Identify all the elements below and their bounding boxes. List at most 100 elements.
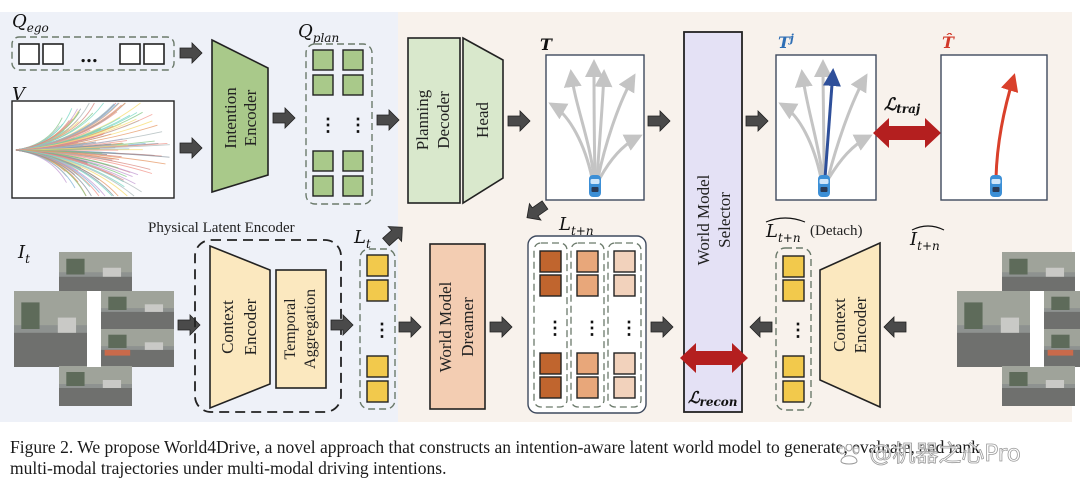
camera-tree: [1051, 296, 1070, 310]
l-tn-latent-columns: ⋮⋮⋮: [533, 242, 642, 408]
watermark-text: @机器之心Pro: [869, 441, 1021, 468]
q-plan-tokens: [312, 49, 364, 197]
camera-vehicle: [144, 342, 164, 350]
selected-trajectory: [822, 68, 841, 179]
head-block: [462, 36, 504, 205]
intention-encoder-label-2: Encoder: [241, 89, 260, 146]
camera-gap: [1030, 291, 1044, 367]
camera-road: [1002, 388, 1075, 406]
latent-token: [576, 376, 599, 399]
camera-vehicle: [57, 317, 77, 333]
latent-token: [613, 274, 636, 297]
l-tn-hat-container: [775, 247, 812, 411]
latent-token: [576, 274, 599, 297]
figure-caption: Figure 2. We propose World4Drive, a nove…: [10, 437, 1080, 479]
watermark: @机器之心Pro: [836, 434, 1021, 468]
camera-vehicle: [102, 267, 122, 277]
latent-column-vdots: ⋮: [620, 318, 638, 339]
l-tn-hat-hat-mark: [765, 217, 806, 223]
latent-token: [539, 274, 562, 297]
l-t-container: [359, 248, 396, 410]
latent-token: [613, 250, 636, 273]
latent-token: [613, 352, 636, 375]
latent-column-container: [570, 242, 605, 408]
trajectory-line: [15, 131, 163, 151]
selector-label-2: Selector: [715, 192, 734, 248]
t-hat-label: T̂: [942, 33, 955, 52]
temporal-aggregation-label-1: Temporal: [282, 298, 299, 360]
intention-encoder-label-1: Intention: [221, 87, 240, 149]
t-j-label: Tj: [778, 32, 794, 52]
trajectory-line: [15, 149, 166, 165]
camera-tree: [21, 302, 40, 329]
physical-latent-encoder-title: Physical Latent Encoder: [148, 220, 295, 236]
camera-tree: [964, 302, 983, 329]
ego-car-icon: [589, 175, 601, 197]
camera-road: [59, 388, 132, 406]
latent-column-vdots: ⋮: [583, 318, 601, 339]
temporal-aggregation-label-2: Aggregation: [302, 289, 319, 369]
context-encoder-future: [819, 241, 881, 409]
camera-vehicle: [144, 304, 164, 312]
l-t-label: Lt: [353, 227, 371, 251]
q-plan-vdots-1: ⋮: [319, 115, 337, 136]
camera-tree: [1009, 372, 1028, 386]
camera-tree: [66, 258, 85, 275]
camera-road: [101, 311, 174, 329]
q-plan-label: Qplan: [298, 21, 339, 45]
l-tn-label: Lt+n: [558, 214, 594, 238]
ego-car-icon: [818, 175, 830, 197]
t-label: T: [540, 35, 553, 54]
detach-label: (Detach): [810, 223, 862, 239]
camera-tree: [1009, 258, 1028, 275]
l-t-vdots: ⋮: [373, 320, 391, 341]
ego-car-icon: [990, 175, 1002, 197]
head-label: Head: [473, 102, 492, 138]
l-recon-label: ℒrecon: [688, 388, 738, 409]
camera-vehicle: [1045, 380, 1065, 388]
i-t-label: It: [17, 242, 30, 266]
latent-column-container: [533, 242, 568, 408]
context-encoder-label-1: Context: [218, 300, 237, 354]
paw-logo-icon: [838, 443, 860, 464]
context-encoder: [209, 244, 271, 410]
l-tn-hat-label: Lt+n: [765, 221, 801, 245]
dreamer-label-1: World Model: [436, 281, 455, 372]
caption-line-1: Figure 2. We propose World4Drive, a nove…: [10, 437, 980, 457]
camera-vehicle: [1045, 267, 1065, 277]
camera-tree: [1051, 334, 1070, 348]
intention-encoder: [211, 38, 269, 194]
latent-token: [539, 376, 562, 399]
camera-vehicle: [1000, 317, 1020, 333]
v-label: V: [12, 84, 27, 105]
i-tn-hat-hat-mark: [911, 225, 945, 231]
surround-view-images-current: [14, 252, 174, 406]
selector-label-1: World Model: [694, 174, 713, 265]
world-model-dreamer: [429, 243, 486, 410]
q-ego-ellipsis: …: [80, 46, 98, 67]
dreamer-label-2: Dreamer: [458, 297, 477, 357]
unselected-trajectories: [778, 59, 873, 179]
latent-token: [613, 376, 636, 399]
q-plan-vdots-2: ⋮: [349, 115, 367, 136]
trajectory-line: [15, 149, 125, 188]
camera-tree: [108, 334, 127, 348]
q-ego-container: [11, 36, 175, 71]
context-encoder-future-label-1: Context: [830, 298, 849, 352]
caption-line-2: multi-modal trajectories under multi-mod…: [10, 458, 447, 478]
planning-decoder-label-2: Decoder: [434, 91, 453, 149]
camera-gap: [87, 291, 101, 367]
planning-decoder: [407, 37, 461, 204]
trajectory-line: [15, 149, 92, 197]
latent-token: [539, 352, 562, 375]
latent-token: [576, 250, 599, 273]
trajectory-line: [15, 104, 114, 151]
q-plan-container: [305, 43, 373, 205]
ground-truth-trajectory: [994, 73, 1019, 179]
context-encoder-label-2: Encoder: [241, 298, 260, 355]
q-ego-tokens: [18, 43, 165, 65]
camera-barrier: [104, 349, 131, 356]
camera-road: [957, 332, 1030, 367]
camera-road: [1044, 311, 1080, 329]
